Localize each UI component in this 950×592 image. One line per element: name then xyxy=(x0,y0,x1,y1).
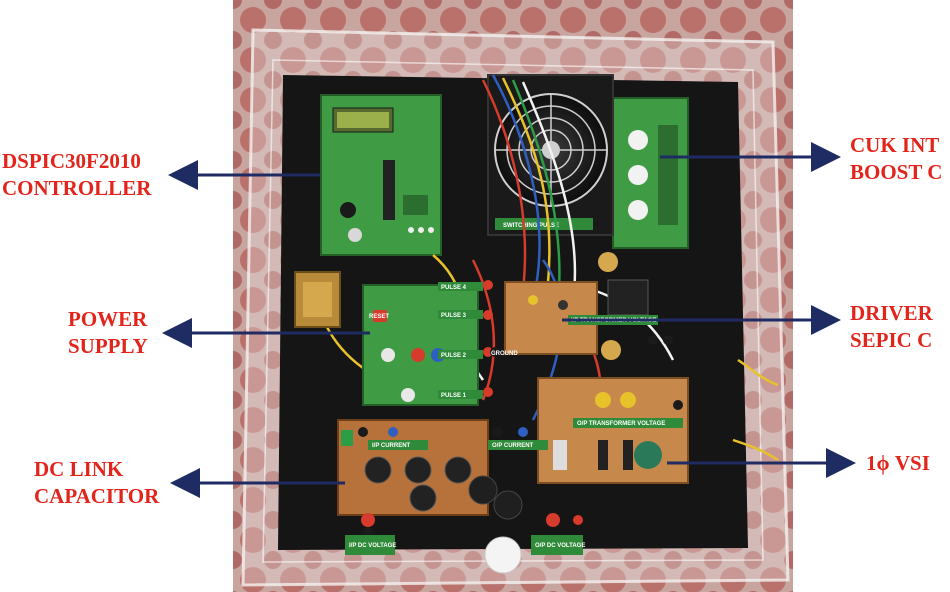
power-label-line1: POWER xyxy=(68,307,148,331)
hardware-photo-drawing: SWITCHING PULSE xyxy=(233,0,793,592)
ip-current-label: I/P CURRENT xyxy=(372,443,411,449)
power-label-line2: SUPPLY xyxy=(68,334,148,358)
dc-link-capacitor-board: I/P CURRENT O/P CURRENT xyxy=(337,419,548,516)
dspic-controller-board xyxy=(320,94,442,256)
dspic-label-line1: DSPIC30F2010 xyxy=(2,149,141,173)
cuk-boost-label: CUK INT BOOST C xyxy=(850,132,942,186)
dclink-label-line2: CAPACITOR xyxy=(34,484,160,508)
ground-label: GROUND xyxy=(491,351,518,357)
vsi-label-line1: 1ϕ VSI xyxy=(866,451,930,475)
hardware-photo: SWITCHING PULSE xyxy=(233,0,793,592)
pulse1-label: PULSE 1 xyxy=(441,393,467,399)
dclink-label-line1: DC LINK xyxy=(34,457,124,481)
cuk-label-line2: BOOST C xyxy=(850,160,943,184)
transformer xyxy=(294,271,341,328)
power-supply-label: POWER SUPPLY xyxy=(68,306,148,360)
dc-voltage-terminals: I/P DC VOLTAGE O/P DC VOLTAGE xyxy=(345,513,585,574)
vsi-label: 1ϕ VSI xyxy=(866,450,930,477)
dspic-controller-label: DSPIC30F2010 CONTROLLER xyxy=(2,148,151,202)
cuk-label-line1: CUK INT xyxy=(850,133,940,157)
driver-label-line1: DRIVER xyxy=(850,301,933,325)
pulse2-label: PULSE 2 xyxy=(441,353,467,359)
ip-transformer-voltage-label: I/P TRANSFORMER VOLTAGE xyxy=(571,318,656,324)
cuk-boost-board xyxy=(612,97,689,249)
vsi-board: O/P TRANSFORMER VOLTAGE xyxy=(537,377,689,484)
op-current-label: O/P CURRENT xyxy=(492,443,534,449)
cooling-fan: SWITCHING PULSE xyxy=(487,74,614,236)
output-capacitors xyxy=(468,475,523,520)
op-transformer-voltage-label: O/P TRANSFORMER VOLTAGE xyxy=(577,421,665,427)
op-dc-voltage-label: O/P DC VOLTAGE xyxy=(535,543,585,549)
driver-label-line2: SEPIC C xyxy=(850,328,933,352)
reset-label: RESET xyxy=(369,314,389,320)
power-supply-board: RESET PULSE 4 PULSE 3 PULSE 2 PULSE 1 xyxy=(362,280,500,406)
pulse4-label: PULSE 4 xyxy=(441,285,467,291)
dspic-label-line2: CONTROLLER xyxy=(2,176,152,200)
switching-pulse-label: SWITCHING PULSE xyxy=(503,223,559,229)
dc-link-capacitor-label: DC LINK CAPACITOR xyxy=(34,456,159,510)
ip-dc-voltage-label: I/P DC VOLTAGE xyxy=(349,543,396,549)
pulse3-label: PULSE 3 xyxy=(441,313,467,319)
driver-sepic-label: DRIVER SEPIC C xyxy=(850,300,933,354)
